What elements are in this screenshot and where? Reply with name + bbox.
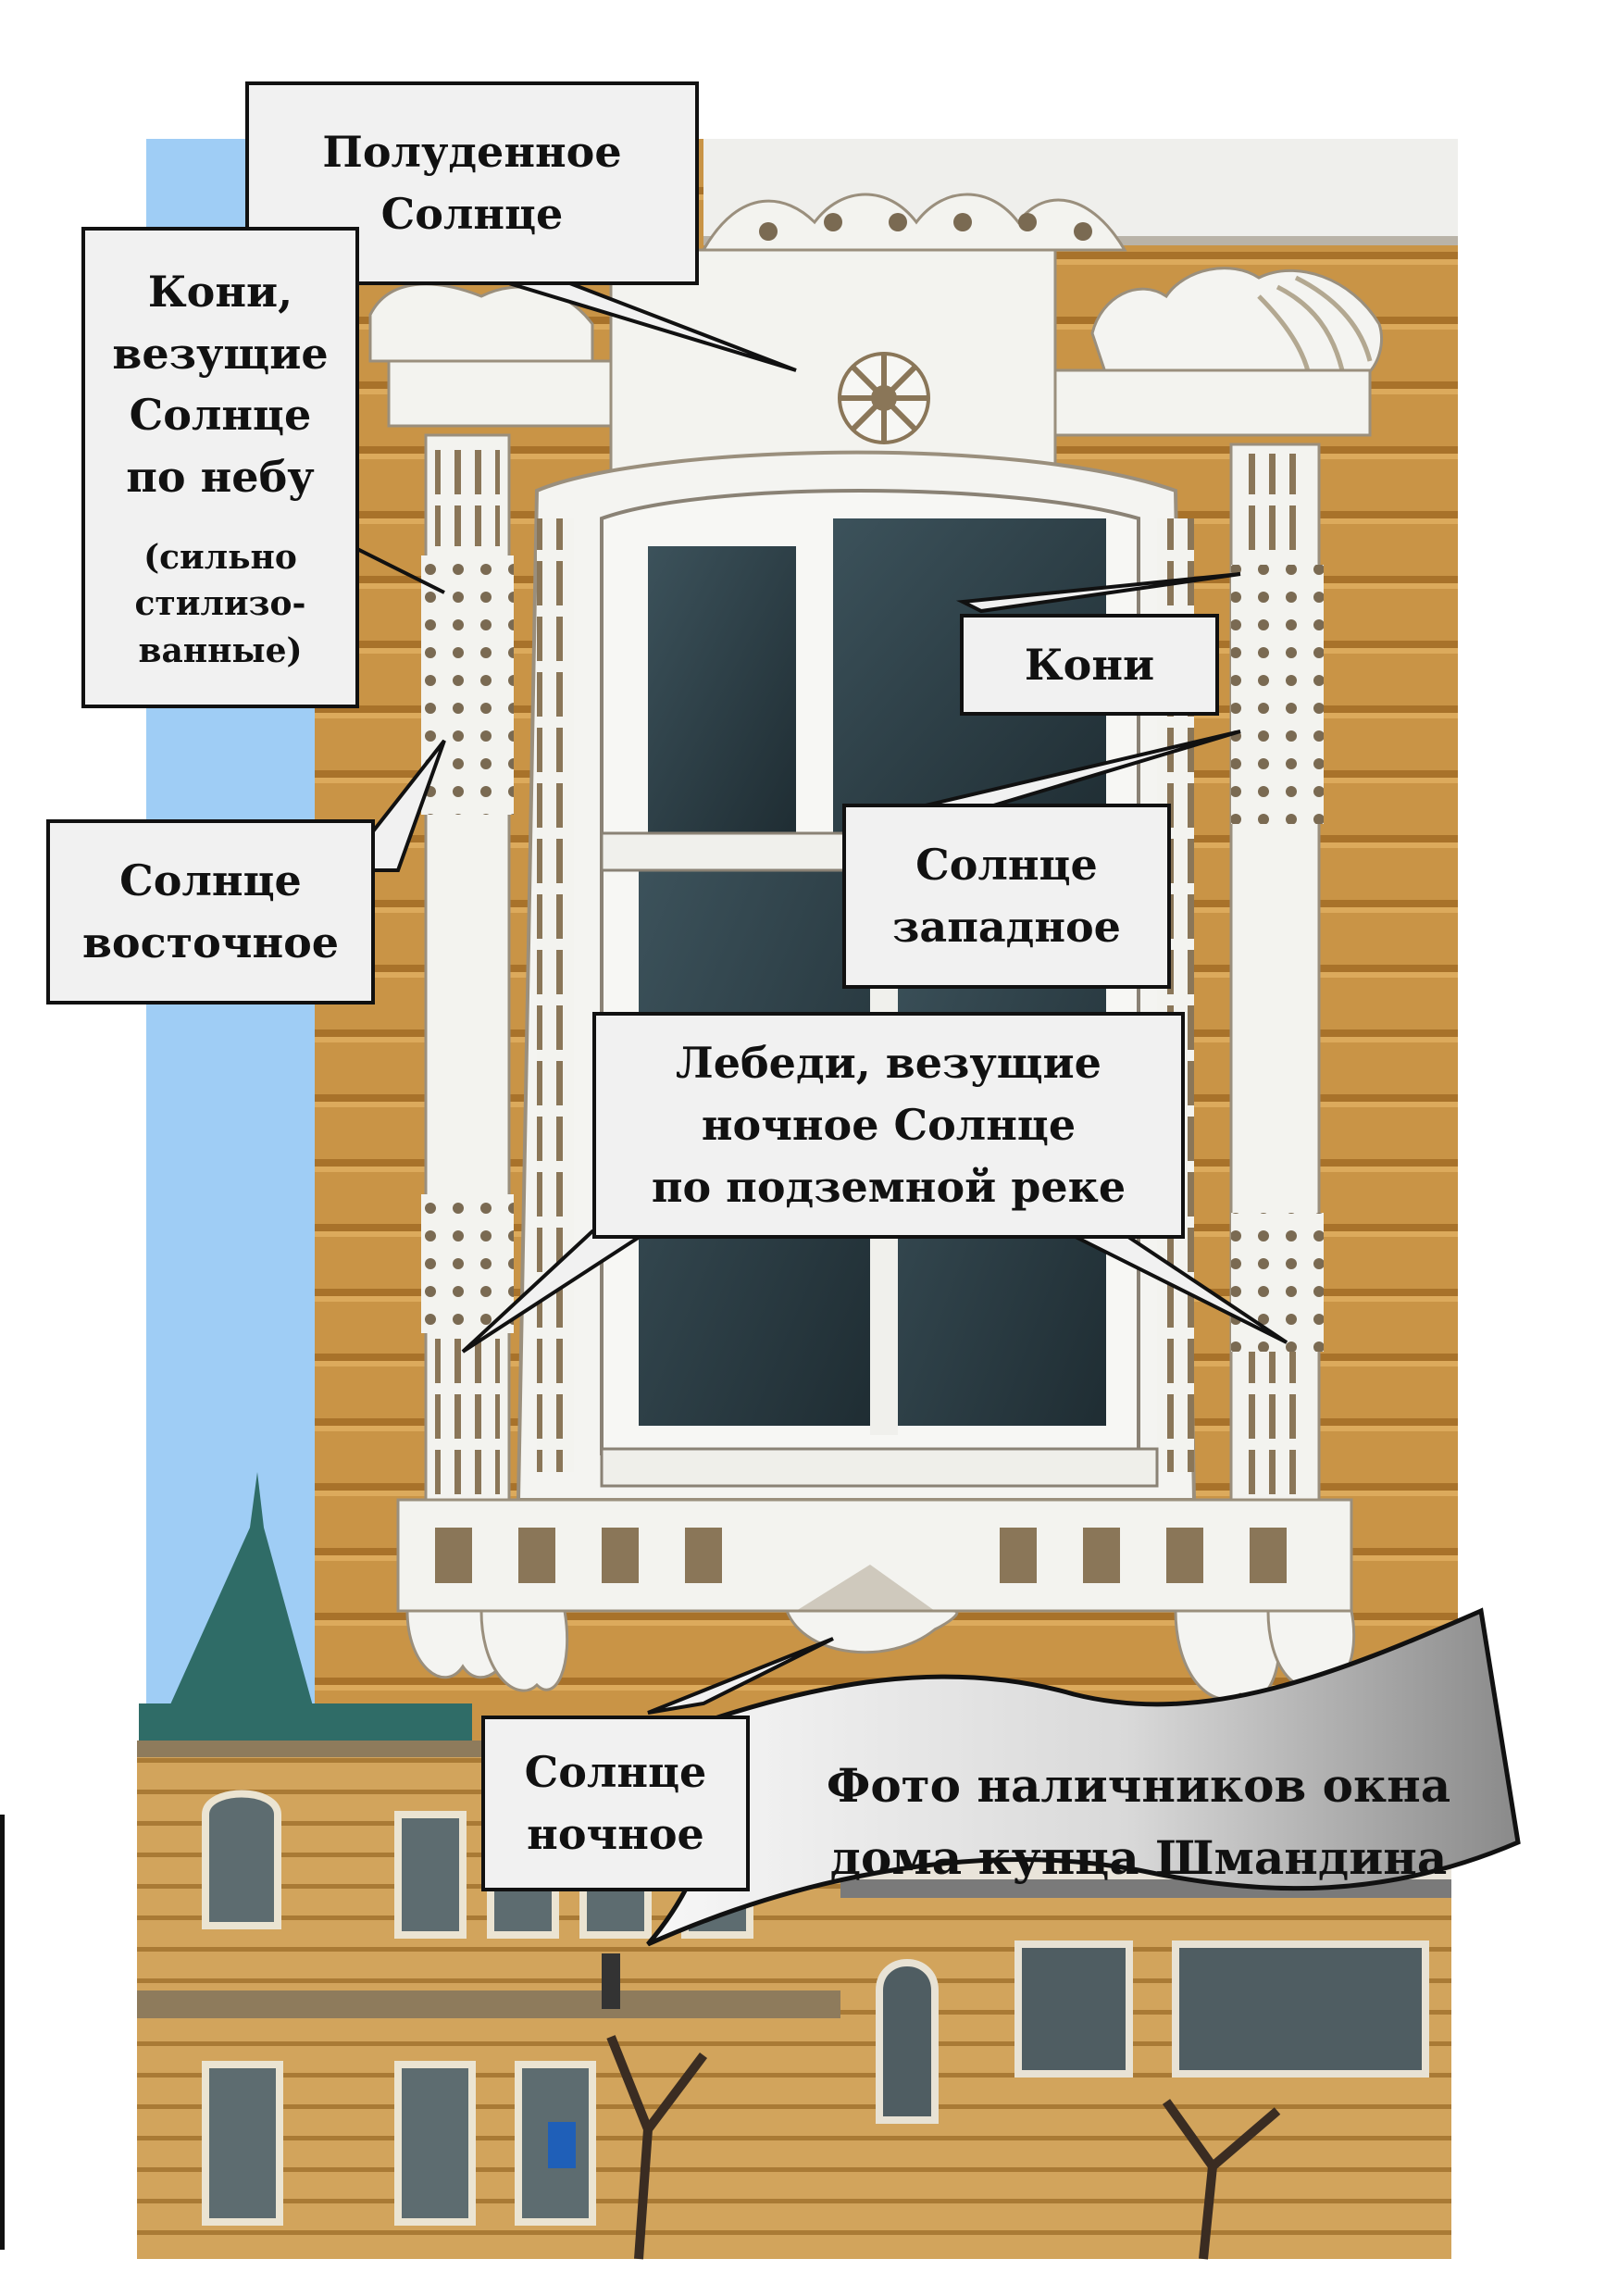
banner-ribbon (646, 1607, 1521, 1947)
banner-caption: Фото наличников окна дома купца Шмандина (826, 1758, 1451, 1885)
callout-horses: Кони (960, 614, 1219, 716)
callout-horses-sky-note: (сильно стилизо- ванные) (134, 537, 306, 670)
window-pane-upper-left (648, 546, 796, 833)
noon-sun-rosette (838, 352, 930, 444)
callout-horses-sky: Кони, везущие Солнце по небу (сильно сти… (81, 227, 359, 708)
callout-sun-west: Солнце западное (842, 804, 1171, 989)
callout-swans: Лебеди, везущие ночное Солнце по подземн… (592, 1012, 1185, 1239)
callout-sun-night: Солнце ночное (481, 1716, 750, 1891)
callout-sun-east: Солнце восточное (46, 819, 375, 1004)
callout-pointers (332, 276, 1288, 1715)
page-edge-mark (0, 1815, 5, 2250)
callout-noon-sun: Полуденное Солнце (245, 81, 699, 285)
callout-horses-sky-main: Кони, везущие Солнце по небу (112, 267, 329, 503)
